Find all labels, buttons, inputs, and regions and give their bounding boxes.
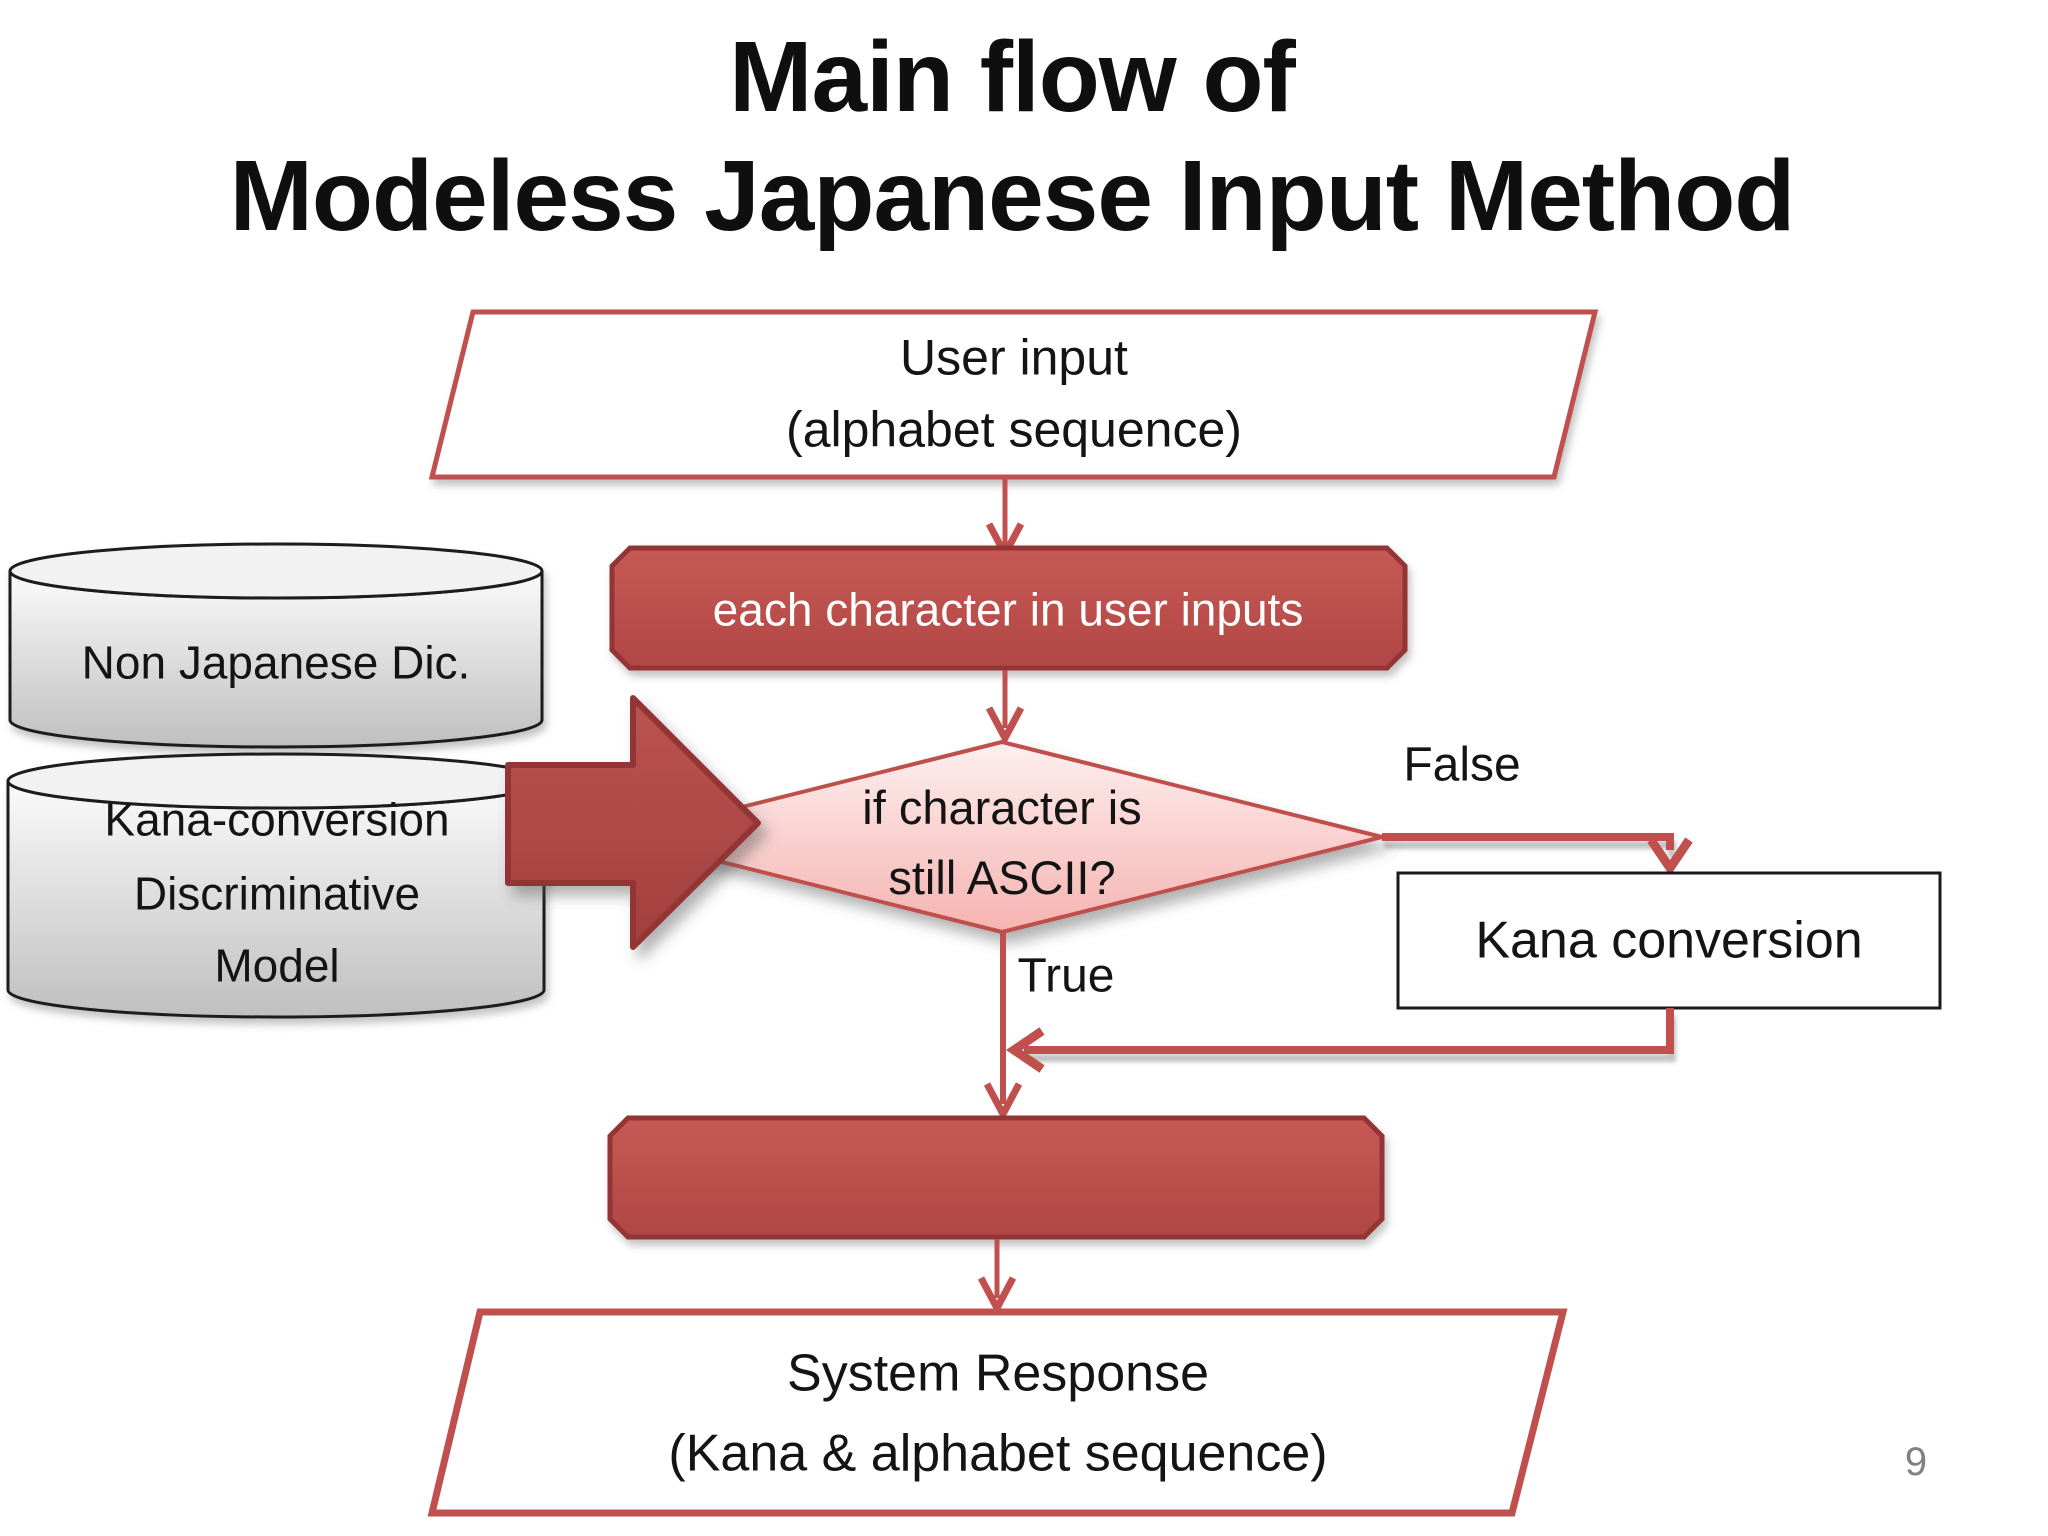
connector-to-response <box>977 1239 1017 1316</box>
connector-true-branch <box>983 932 1023 1122</box>
decision-label-line1: if character is <box>862 781 1142 835</box>
non-japanese-dic-label: Non Japanese Dic. <box>81 636 471 689</box>
connector-input-to-loop <box>985 479 1025 562</box>
connector-false-branch <box>1382 833 1693 877</box>
database-kana-model <box>6 752 546 1019</box>
arrowhead-left-icon <box>1005 1027 1045 1073</box>
kana-conversion-label: Kana conversion <box>1475 911 1863 970</box>
arrowhead-down-icon <box>1647 837 1693 877</box>
connector-loop-to-decision <box>985 670 1025 746</box>
kana-conversion-shape <box>1396 871 1942 1010</box>
slide-title-line2: Modeless Japanese Input Method <box>229 140 1796 252</box>
loop-header-shape <box>609 545 1408 671</box>
false-branch-label: False <box>1403 738 1521 792</box>
empty-process-shape <box>607 1115 1385 1240</box>
slide-title-line1: Main flow of <box>729 21 1296 133</box>
connector-return-path <box>1005 1008 1674 1073</box>
page-number: 9 <box>1904 1440 1928 1484</box>
arrowhead-down-icon <box>985 706 1025 746</box>
system-response-shape <box>427 1308 1568 1517</box>
arrowhead-down-icon <box>977 1276 1017 1316</box>
kana-model-label-line1: Kana-conversion <box>104 793 450 846</box>
system-response-label-line1: System Response <box>787 1344 1209 1403</box>
kana-model-label-line3: Model <box>214 939 340 992</box>
user-input-label-line1: User input <box>900 329 1128 386</box>
user-input-shape <box>428 309 1599 480</box>
user-input-label-line2: (alphabet sequence) <box>786 401 1242 458</box>
loop-header-label: each character in user inputs <box>712 583 1304 636</box>
cylinder-top-ellipse <box>8 542 544 600</box>
databases-to-decision-arrow-icon <box>505 695 761 950</box>
system-response-label-line2: (Kana & alphabet sequence) <box>668 1424 1328 1483</box>
arrowhead-down-icon <box>983 1082 1023 1122</box>
true-branch-label: True <box>1017 949 1115 1003</box>
decision-label-line2: still ASCII? <box>888 851 1116 905</box>
database-non-japanese-dic <box>8 542 544 749</box>
kana-model-label-line2: Discriminative <box>133 867 421 920</box>
